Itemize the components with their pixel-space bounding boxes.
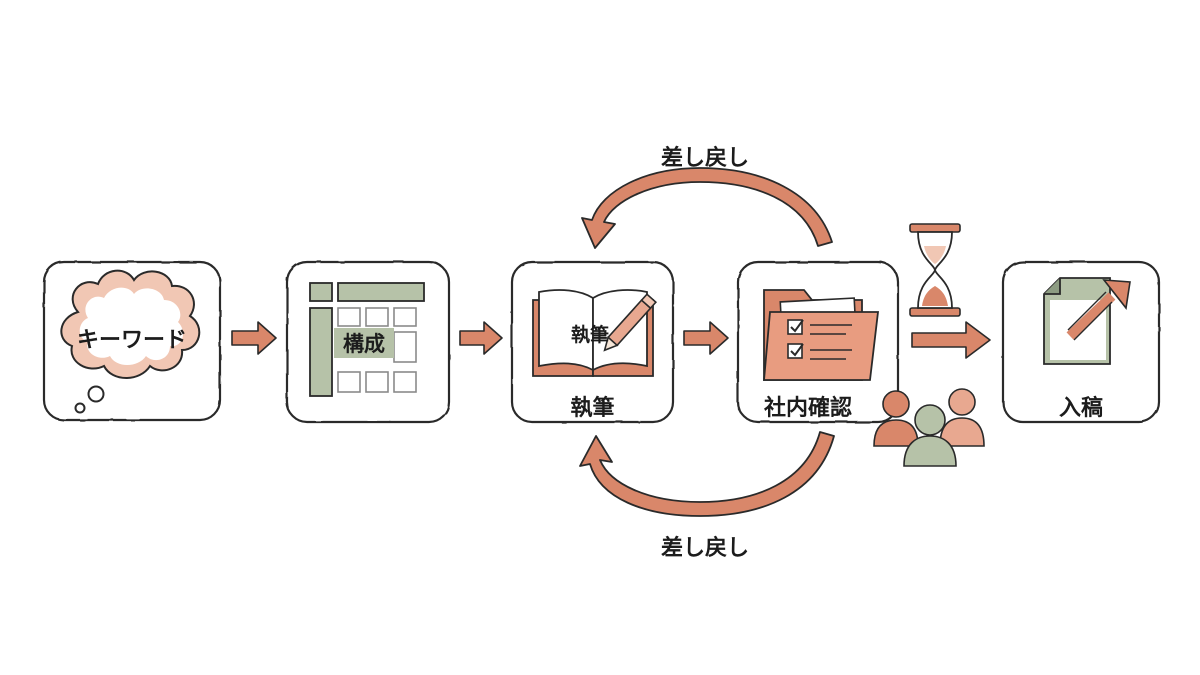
step-label-submission: 入稿 — [1058, 396, 1103, 421]
arrow-keyword-to-structure — [231, 321, 277, 355]
step-label-structure: 構成 — [334, 328, 394, 358]
loop-label-bottom: 差し戻し — [660, 536, 749, 561]
loop-label-top: 差し戻し — [660, 146, 749, 171]
arrow-structure-to-writing — [459, 321, 503, 355]
open-book-pencil-icon — [532, 289, 658, 377]
folder-checklist-icon — [763, 289, 880, 381]
loop-arrow-bottom — [579, 431, 835, 517]
step-label-review: 社内確認 — [763, 396, 852, 421]
loop-arrow-top — [581, 167, 833, 249]
arrow-review-to-submission — [911, 321, 991, 359]
hourglass-icon — [909, 223, 961, 317]
arrow-writing-to-review — [683, 321, 729, 355]
step-label-writing: 執筆 — [570, 396, 615, 421]
thought-cloud-icon — [60, 269, 201, 414]
book-label-writing: 執筆 — [570, 324, 609, 346]
step-label-keyword: キーワード — [76, 328, 187, 353]
people-group-icon — [873, 388, 985, 467]
document-arrow-icon — [1043, 277, 1131, 365]
